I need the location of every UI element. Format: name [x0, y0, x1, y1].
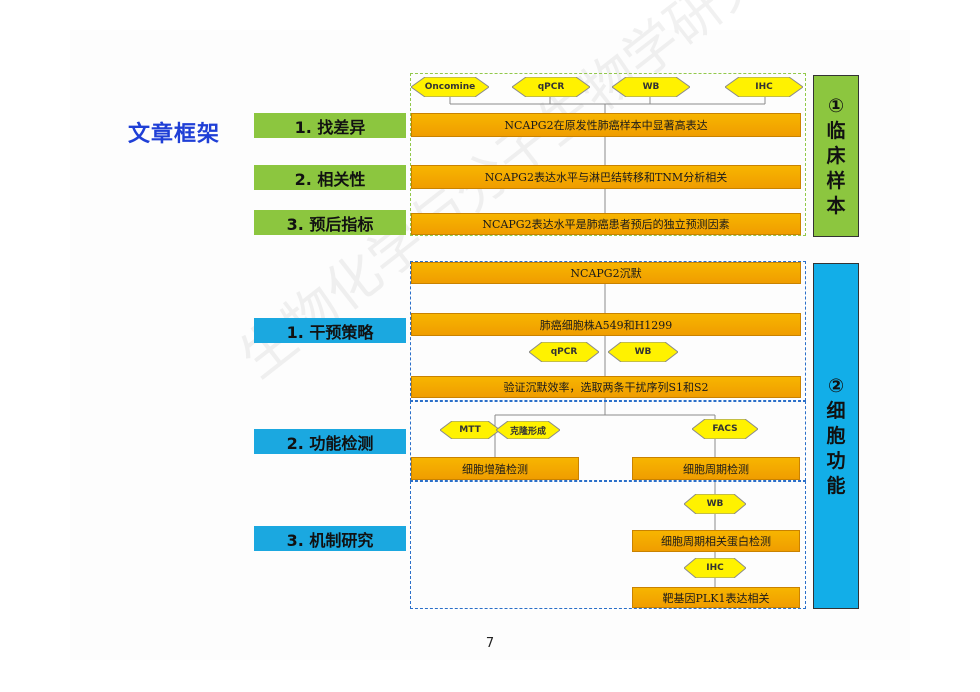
diamond-shape-icon	[496, 421, 560, 439]
clinical-side-banner: ① 临 床 样 本	[813, 75, 859, 237]
clinical-label-3: 3. 预后指标	[254, 210, 406, 235]
method-wb-3: WB	[684, 494, 746, 514]
cycle-bar: 细胞周期检测	[632, 457, 800, 480]
target-bar: 靶基因PLK1表达相关	[632, 587, 800, 608]
method-facs: FACS	[692, 419, 758, 439]
diamond-shape-icon	[612, 77, 690, 97]
cell-dashed-box-3	[410, 481, 806, 609]
diamond-shape-icon	[684, 494, 746, 514]
method-colony: 克隆形成	[496, 421, 560, 439]
diamond-shape-icon	[411, 77, 489, 97]
cycle-protein-bar: 细胞周期相关蛋白检测	[632, 530, 800, 552]
method-ihc: IHC	[725, 77, 803, 97]
proliferation-bar: 细胞增殖检测	[411, 457, 579, 480]
diamond-shape-icon	[684, 558, 746, 578]
method-wb-2: WB	[608, 342, 678, 362]
diamond-shape-icon	[608, 342, 678, 362]
cell-label-1: 1. 干预策略	[254, 318, 406, 343]
clinical-label-1: 1. 找差异	[254, 113, 406, 138]
cell-lines-bar: 肺癌细胞株A549和H1299	[411, 313, 801, 336]
diamond-shape-icon	[512, 77, 590, 97]
method-qpcr-2: qPCR	[529, 342, 599, 362]
cell-label-3: 3. 机制研究	[254, 526, 406, 551]
method-oncomine: Oncomine	[411, 77, 489, 97]
method-wb: WB	[612, 77, 690, 97]
cell-dashed-box-1	[410, 261, 806, 401]
method-mtt: MTT	[440, 421, 500, 439]
method-ihc-2: IHC	[684, 558, 746, 578]
page-number: 7	[485, 636, 495, 651]
clinical-dashed-box	[410, 73, 806, 236]
silence-bar: NCAPG2沉默	[411, 262, 801, 284]
clinical-label-2: 2. 相关性	[254, 165, 406, 190]
cell-dashed-box-2	[410, 401, 806, 481]
diamond-shape-icon	[692, 419, 758, 439]
clinical-bar-2: NCAPG2表达水平与淋巴结转移和TNM分析相关	[411, 165, 801, 189]
diamond-shape-icon	[440, 421, 500, 439]
method-qpcr: qPCR	[512, 77, 590, 97]
diamond-shape-icon	[529, 342, 599, 362]
diamond-shape-icon	[725, 77, 803, 97]
clinical-bar-1: NCAPG2在原发性肺癌样本中显著高表达	[411, 113, 801, 137]
cell-side-banner: ② 细 胞 功 能	[813, 263, 859, 609]
verify-bar: 验证沉默效率，选取两条干扰序列S1和S2	[411, 376, 801, 398]
cell-label-2: 2. 功能检测	[254, 429, 406, 454]
clinical-bar-3: NCAPG2表达水平是肺癌患者预后的独立预测因素	[411, 213, 801, 235]
page-title: 文章框架	[128, 122, 221, 147]
